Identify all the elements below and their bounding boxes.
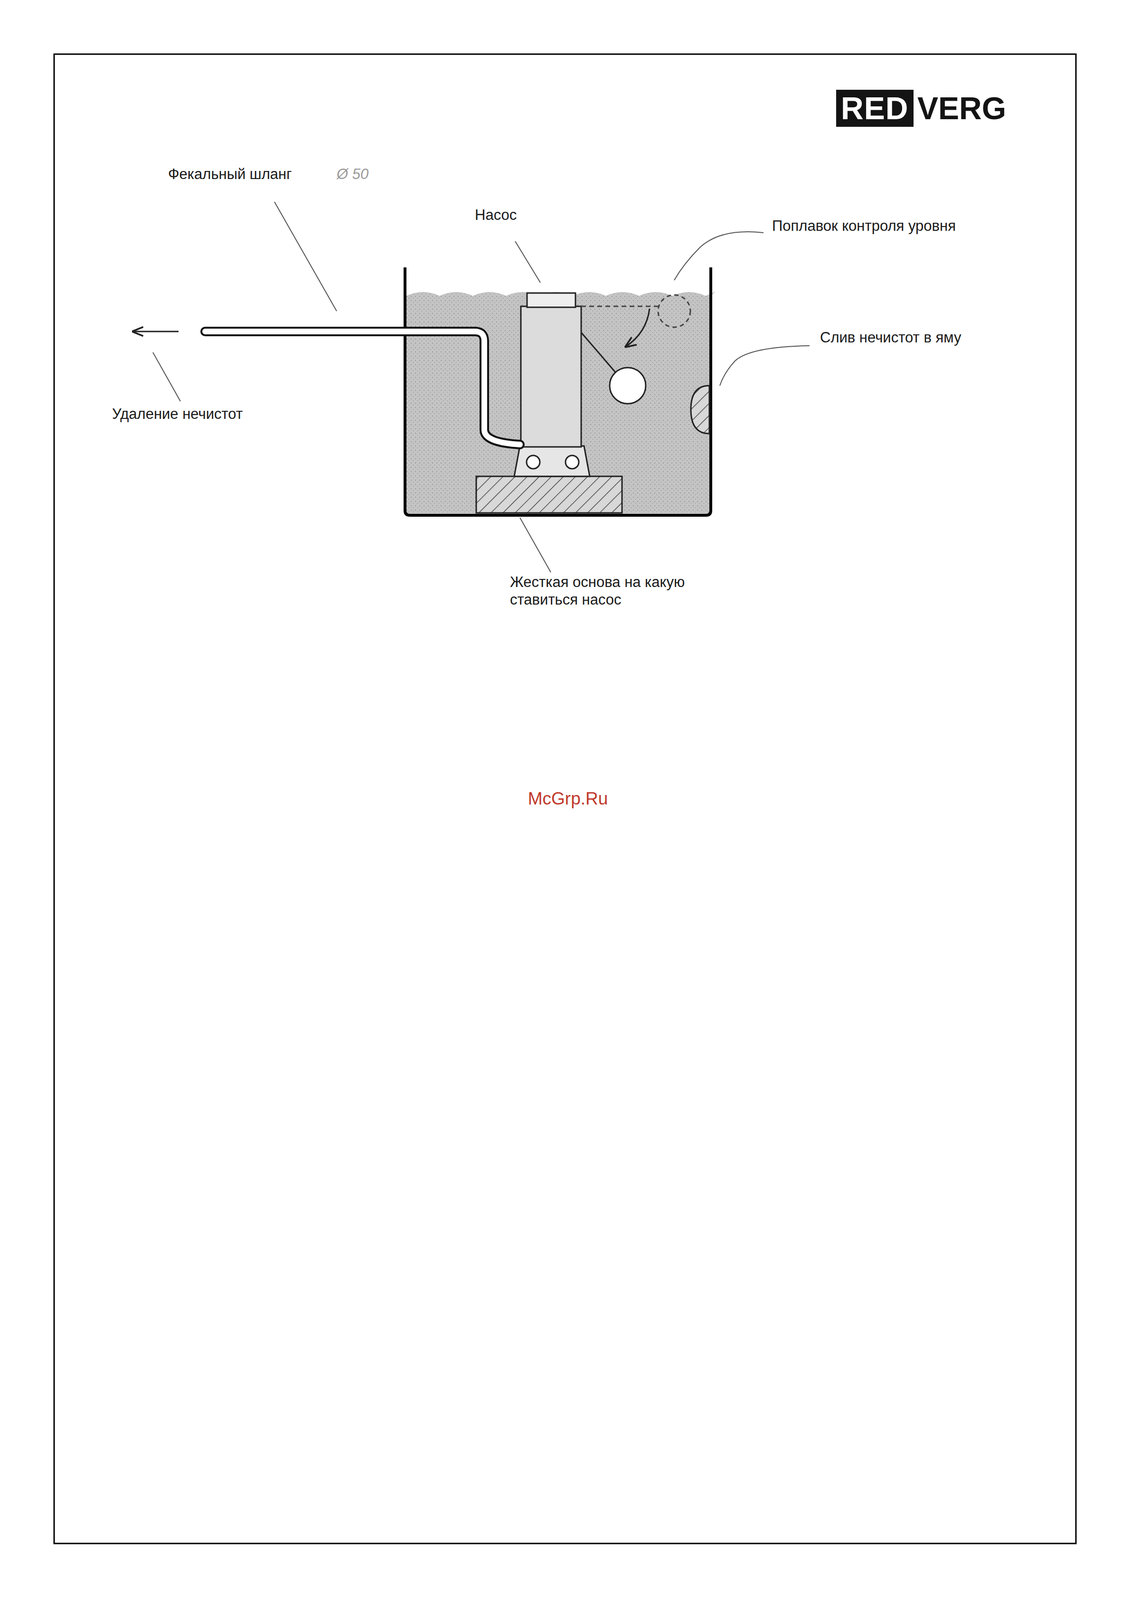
leader-line xyxy=(152,352,181,402)
logo-box: RED xyxy=(836,89,914,127)
logo-text: VERG xyxy=(917,92,1007,124)
page-frame xyxy=(54,54,1076,1544)
part-label: Поплавок контроля уровня xyxy=(772,216,956,235)
level-float xyxy=(609,367,646,404)
faecal-hose xyxy=(205,331,520,445)
part-label: Фекальный шланг xyxy=(168,165,293,183)
pump-hole xyxy=(526,455,540,469)
dimension: Ø 50 xyxy=(336,165,369,183)
float-upper-position xyxy=(581,305,660,308)
logo-text: RED xyxy=(840,92,909,124)
part-label: Насос xyxy=(474,206,517,224)
tank-wall xyxy=(405,267,711,516)
rigid-base xyxy=(476,476,623,513)
flow-arrow xyxy=(132,330,179,333)
sewage-liquid xyxy=(406,292,716,514)
part-label: Удаление нечистот xyxy=(112,405,243,423)
float-motion-arrow xyxy=(625,308,650,347)
faecal-hose-inner xyxy=(205,331,520,445)
drain-opening xyxy=(690,385,710,434)
pump-hole xyxy=(565,455,579,469)
pump-body xyxy=(520,306,582,447)
part-label: Жесткая основа на какую ставиться насос xyxy=(509,573,734,609)
leader-lines xyxy=(152,201,810,573)
part-label: Слив нечистот в яму xyxy=(819,328,962,347)
pump-foot xyxy=(514,445,590,477)
pump-cap xyxy=(527,292,576,308)
leader-line xyxy=(515,241,541,283)
leader-line xyxy=(674,231,764,281)
leader-line xyxy=(719,345,810,386)
watermark: McGrp.Ru xyxy=(527,788,609,810)
float-upper-position xyxy=(658,294,691,328)
leader-line xyxy=(519,517,551,573)
leader-line xyxy=(274,201,337,312)
